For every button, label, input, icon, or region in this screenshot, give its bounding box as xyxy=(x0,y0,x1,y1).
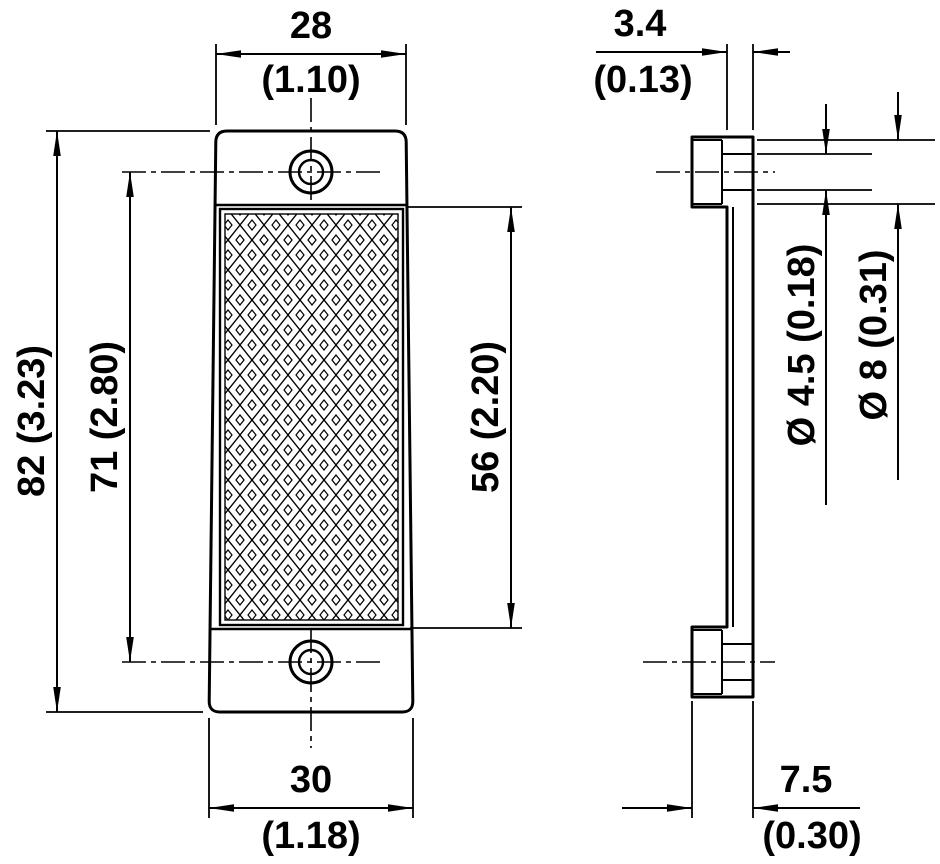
side-profile-outline xyxy=(690,135,755,699)
side-bottom-hole xyxy=(692,629,753,695)
dim-width-bottom-mm: 30 xyxy=(290,759,332,801)
reflector-body-outline xyxy=(207,129,415,714)
side-centerlines xyxy=(643,171,775,663)
dim-width-bottom-inch: (1.18) xyxy=(261,815,360,857)
dim-depth: 7.5 (0.30) xyxy=(622,701,862,857)
side-top-hole xyxy=(692,139,753,205)
dim-width-top-mm: 28 xyxy=(290,5,332,47)
dim-hole-spacing-label: 71 (2.80) xyxy=(84,341,126,493)
dim-thickness-mm: 3.4 xyxy=(614,3,667,45)
front-dimensions: 28 (1.10) 82 (3.23) 71 (2.80) 56 (2.20) xyxy=(11,5,522,857)
top-hole-outer-circle xyxy=(288,149,334,195)
dim-hole-spacing: 71 (2.80) xyxy=(84,172,134,662)
dim-hole-diameter-label: Ø 4.5 (0.18) xyxy=(781,244,823,447)
top-mounting-hole xyxy=(288,149,334,195)
dim-hole-diameter: Ø 4.5 (0.18) xyxy=(757,104,872,505)
dim-depth-inch: (0.30) xyxy=(762,815,861,857)
dim-width-top: 28 (1.10) xyxy=(215,5,407,125)
dim-height-overall: 82 (3.23) xyxy=(11,130,210,713)
dim-counterbore-diameter-label: Ø 8 (0.31) xyxy=(853,249,895,420)
bottom-hole-inner-circle xyxy=(297,648,325,676)
dim-depth-mm: 7.5 xyxy=(780,759,833,801)
dim-width-top-inch: (1.10) xyxy=(261,59,360,101)
dim-counterbore-diameter: Ø 8 (0.31) xyxy=(757,92,935,480)
dim-thickness: 3.4 (0.13) xyxy=(593,3,790,130)
bottom-hole-outer-circle xyxy=(288,639,334,685)
dim-thickness-inch: (0.13) xyxy=(593,59,692,101)
top-hole-inner-circle xyxy=(297,158,325,186)
side-view xyxy=(643,135,775,699)
dim-reflector-height: 56 (2.20) xyxy=(408,206,522,629)
side-dimensions: 3.4 (0.13) Ø 4.5 (0.18) Ø 8 (0.31) xyxy=(593,3,935,857)
reflective-panel-border xyxy=(218,207,405,627)
dim-height-overall-label: 82 (3.23) xyxy=(11,345,53,497)
bottom-mounting-hole xyxy=(288,639,334,685)
dim-width-bottom: 30 (1.18) xyxy=(208,718,414,857)
front-view xyxy=(122,98,415,748)
reflective-prism-pattern xyxy=(224,213,399,621)
dim-reflector-height-label: 56 (2.20) xyxy=(465,341,507,493)
